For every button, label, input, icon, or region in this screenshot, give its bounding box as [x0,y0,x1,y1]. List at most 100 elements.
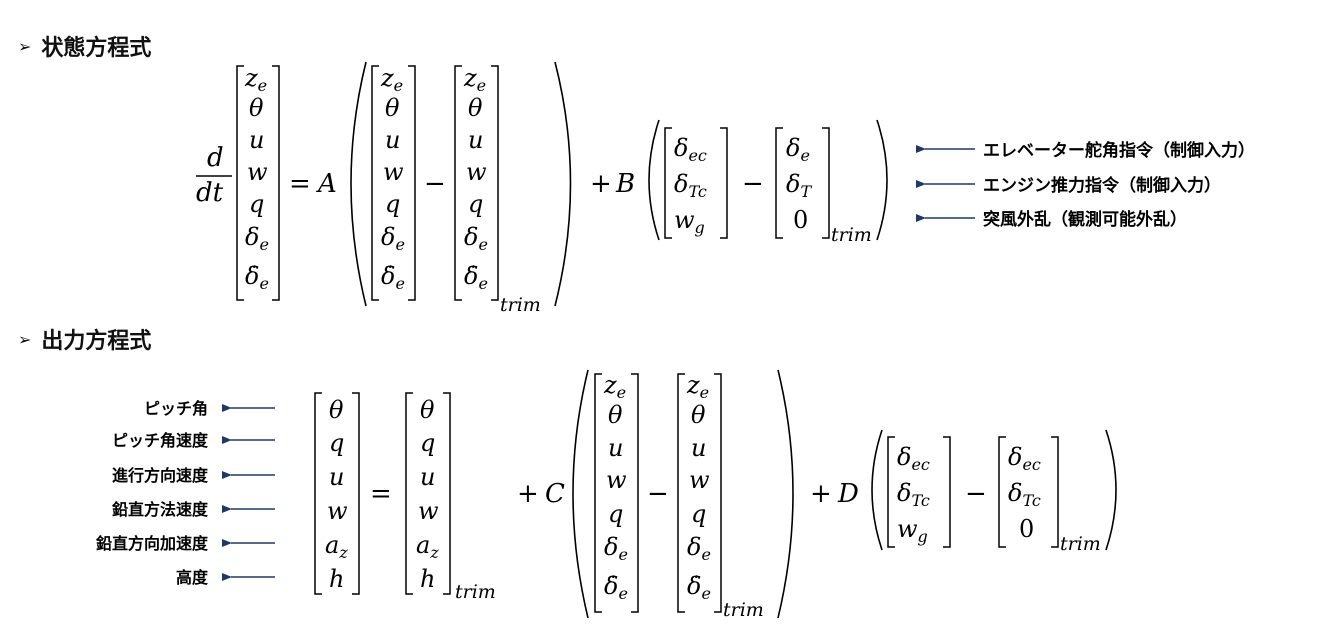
svg-text:q: q [691,500,706,528]
svg-text:w: w [689,466,710,494]
minus-sign: − [647,479,669,509]
svg-text:θ: θ [420,396,435,424]
vector-entry: q [249,190,264,218]
output-vector-lhs: θ q u w az h [325,396,348,593]
svg-text:θ: θ [608,401,623,429]
svg-text:az: az [325,531,348,562]
state-trim-vector: ze θ u w q δe δ̇e [686,371,711,603]
plus-sign: + [517,479,539,509]
right-bracket [272,65,280,301]
state-equation-title: 状態方程式 [41,36,152,61]
svg-text:0: 0 [793,206,808,234]
svg-text:δTc: δTc [1008,479,1041,510]
bullet-arrow-icon: ➢ [18,36,32,56]
matrix-c: C [545,479,565,509]
trim-subscript: trim [1060,533,1101,555]
vector-entry: ze [244,64,267,95]
input-trim-vector: δe δT 0 [786,134,812,234]
svg-text:δ̇e: δ̇e [604,572,628,603]
left-bracket [998,436,1006,548]
svg-text:0: 0 [1019,515,1034,543]
svg-text:q: q [329,429,344,457]
input-vector: δec δTc wg [674,134,707,237]
left-paren [648,119,660,241]
matrix-d: D [837,479,859,509]
svg-text:q: q [420,429,435,457]
right-paren [876,119,888,241]
state-equation: d dt ze θ u w q δe δ̇e = A [196,61,1255,316]
right-bracket [491,65,499,301]
svg-text:δe: δe [381,223,405,254]
svg-text:q: q [385,190,400,218]
svg-text:δec: δec [1008,443,1041,474]
svg-text:θ: θ [468,94,483,122]
left-bracket [775,127,783,239]
left-bracket [594,373,602,613]
left-paren [350,61,367,307]
output-trim-vector: θ q u w az h [416,396,439,593]
state-vector: ze θ u w q δe δ̇e [380,64,405,293]
trim-subscript: trim [723,599,764,621]
svg-text:w: w [466,158,487,186]
equals-sign: = [370,479,392,509]
right-bracket [408,65,416,301]
state-trim-vector: ze θ u w q δe δ̇e [463,64,488,293]
svg-text:δ̇e: δ̇e [687,572,711,603]
trim-subscript: trim [831,224,872,246]
annotation-label: エレベーター舵角指令（制御入力） [983,140,1255,161]
output-label: 鉛直方法速度 [112,500,209,519]
svg-text:u: u [385,126,400,154]
minus-sign: − [965,479,987,509]
trim-subscript: trim [500,294,541,316]
vector-entry: δ̇e [245,262,269,293]
svg-text:w: w [418,497,439,525]
output-label: 進行方向速度 [112,466,209,485]
minus-sign: − [424,169,446,199]
right-bracket [714,373,722,613]
output-equation-title: 出力方程式 [41,329,152,354]
minus-sign: − [742,169,764,199]
svg-text:u: u [691,434,706,462]
svg-text:δe: δe [687,533,711,564]
right-paren [554,61,572,307]
vector-entry: θ [249,94,264,122]
svg-text:az: az [416,531,439,562]
svg-text:δTc: δTc [897,479,930,510]
left-paren [871,429,883,551]
trim-subscript: trim [455,581,496,603]
right-bracket [352,392,360,595]
svg-text:w: w [383,158,404,186]
equals-sign: = [289,169,311,199]
right-bracket [822,127,830,239]
left-paren [572,369,589,619]
output-labels: ピッチ角 ピッチ角速度 進行方向速度 鉛直方法速度 鉛直方向加速度 高度 [96,399,275,587]
left-bracket [677,373,685,613]
state-vector-lhs: ze θ u w q δe δ̇e [244,64,269,293]
left-bracket [314,392,322,595]
right-bracket [720,127,728,239]
svg-text:δT: δT [786,170,812,201]
annotation-label: エンジン推力指令（制御入力） [983,175,1221,196]
svg-text:θ: θ [329,396,344,424]
svg-text:δ̇e: δ̇e [464,262,488,293]
svg-text:δec: δec [897,443,930,474]
derivative-denominator: dt [196,178,224,208]
output-equation-heading: ➢ 出力方程式 [18,323,151,355]
svg-text:wg: wg [674,206,705,237]
svg-text:h: h [329,565,344,593]
svg-text:u: u [329,463,344,491]
output-label: ピッチ角速度 [112,431,209,450]
svg-text:u: u [468,126,483,154]
svg-text:h: h [420,565,435,593]
vector-entry: u [249,126,264,154]
vector-entry: δe [245,223,269,254]
vector-entry: w [247,158,268,186]
svg-text:δec: δec [674,134,707,165]
svg-text:δ̇e: δ̇e [381,262,405,293]
svg-text:ze: ze [686,371,709,402]
annotation-label: 突風外乱（観測可能外乱） [983,209,1187,230]
svg-text:q: q [468,190,483,218]
svg-text:w: w [606,466,627,494]
right-bracket [943,436,951,548]
svg-text:δe: δe [464,223,488,254]
